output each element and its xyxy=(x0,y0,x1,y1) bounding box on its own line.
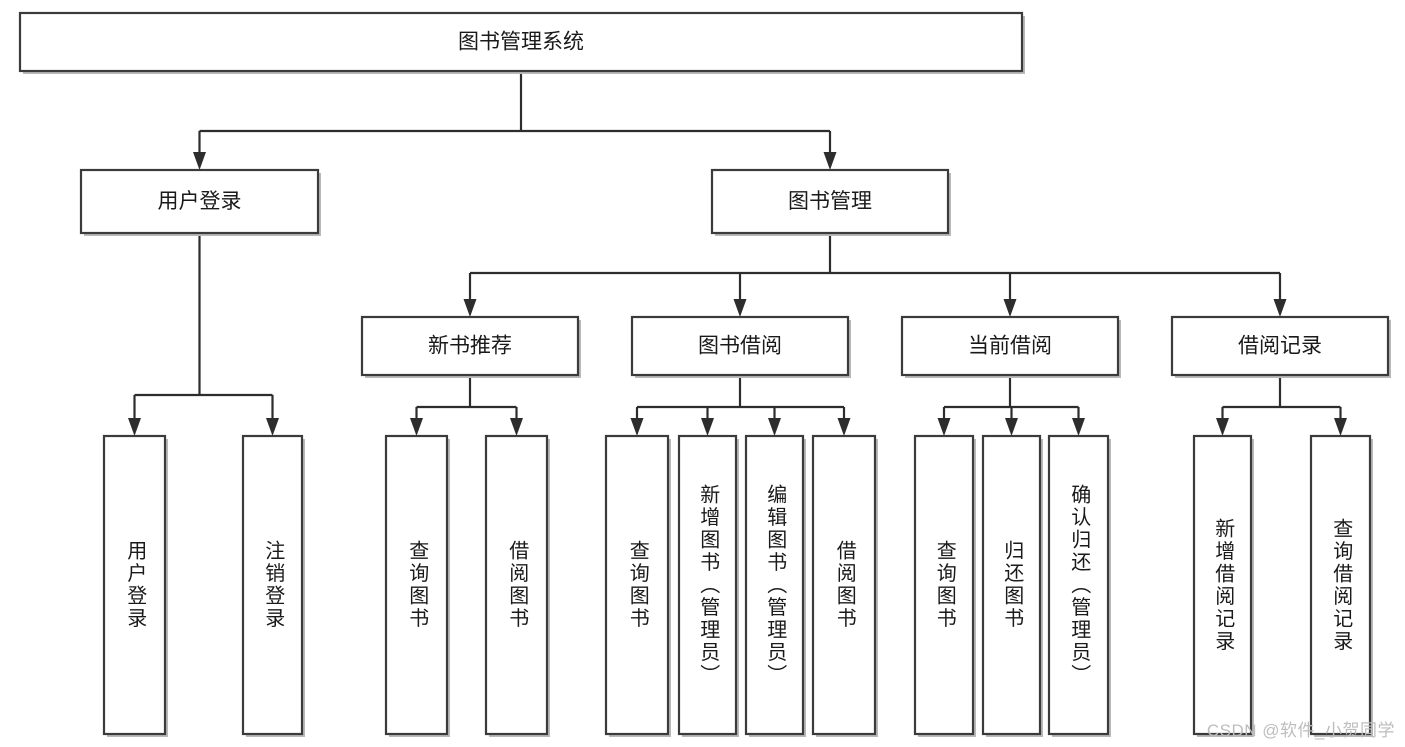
node-root[interactable] xyxy=(18,11,1025,74)
node-leaf_11[interactable] xyxy=(1192,434,1254,737)
node-box xyxy=(744,434,805,736)
edge-arrowhead xyxy=(823,152,837,170)
edge-arrowhead xyxy=(463,299,477,317)
node-box xyxy=(604,434,670,736)
node-l2_0[interactable] xyxy=(79,168,321,236)
edge-arrowhead xyxy=(193,152,206,170)
node-leaf_12[interactable] xyxy=(1309,434,1373,737)
node-leaf_7[interactable] xyxy=(811,434,878,737)
node-box xyxy=(360,315,580,377)
node-box xyxy=(630,315,850,377)
node-leaf_1[interactable] xyxy=(241,434,305,737)
edge-arrowhead xyxy=(733,299,747,317)
node-l3_1[interactable] xyxy=(630,315,851,378)
node-l2_1[interactable] xyxy=(710,168,951,236)
edge-arrowhead xyxy=(1072,418,1085,436)
node-label: 用户登录 xyxy=(158,190,242,213)
node-leaf_8[interactable] xyxy=(913,434,976,737)
node-leaf_3[interactable] xyxy=(484,434,550,737)
edge-arrowhead xyxy=(1003,299,1017,317)
node-l3_0[interactable] xyxy=(360,315,581,378)
node-box xyxy=(241,434,304,736)
edge-arrowhead xyxy=(510,418,523,436)
watermark-text: CSDN @软件_小贺同学 xyxy=(1206,721,1395,740)
node-label: 借阅记录 xyxy=(1238,335,1322,358)
node-box xyxy=(384,434,449,736)
node-box xyxy=(1192,434,1253,736)
node-box xyxy=(710,168,950,235)
edge-arrowhead xyxy=(410,418,423,436)
node-box xyxy=(900,315,1120,377)
node-box xyxy=(102,434,167,736)
edge-arrowhead xyxy=(1216,418,1229,436)
edge-arrowhead xyxy=(1273,299,1287,317)
node-box xyxy=(913,434,975,736)
node-box xyxy=(677,434,738,736)
node-box xyxy=(18,11,1024,73)
node-l3_3[interactable] xyxy=(1170,315,1391,378)
node-label: 图书管理 xyxy=(788,190,872,213)
node-leaf_6[interactable] xyxy=(744,434,806,737)
node-label: 新书推荐 xyxy=(428,335,512,358)
node-label: 当前借阅 xyxy=(968,335,1052,358)
edge-arrowhead xyxy=(701,418,714,436)
node-box xyxy=(79,168,320,235)
node-box xyxy=(484,434,549,736)
node-leaf_9[interactable] xyxy=(981,434,1043,737)
node-box xyxy=(1170,315,1390,377)
node-label: 图书借阅 xyxy=(698,335,782,358)
edge-arrowhead xyxy=(837,418,851,436)
edge-arrowhead xyxy=(630,418,644,436)
node-box xyxy=(981,434,1042,736)
node-leaf_4[interactable] xyxy=(604,434,671,737)
node-label: 图书管理系统 xyxy=(458,31,584,54)
edges-layer xyxy=(128,71,1347,436)
edge-arrowhead xyxy=(266,418,279,436)
node-leaf_2[interactable] xyxy=(384,434,450,737)
node-box xyxy=(811,434,877,736)
edge-arrowhead xyxy=(937,418,951,436)
edge-arrowhead xyxy=(768,418,781,436)
edge-arrowhead xyxy=(1334,418,1347,436)
node-l3_2[interactable] xyxy=(900,315,1121,378)
node-box xyxy=(1309,434,1372,736)
node-leaf_10[interactable] xyxy=(1047,434,1111,737)
node-box xyxy=(1047,434,1110,736)
node-leaf_0[interactable] xyxy=(102,434,168,737)
edge-arrowhead xyxy=(128,418,141,436)
edge-arrowhead xyxy=(1005,418,1018,436)
node-leaf_5[interactable] xyxy=(677,434,739,737)
